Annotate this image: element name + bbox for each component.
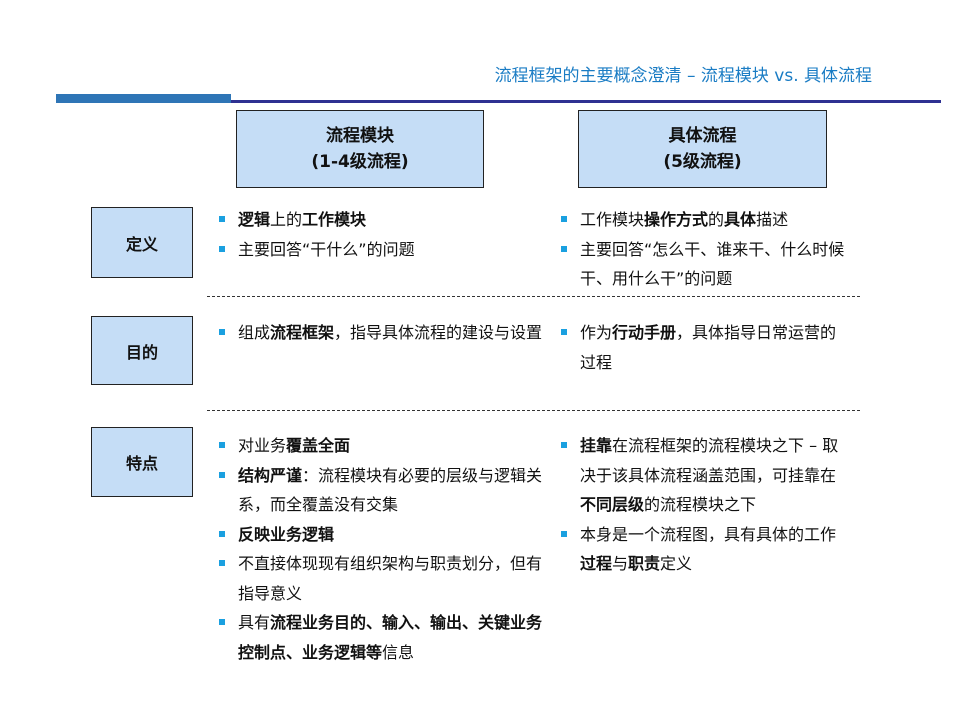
cell-features-specific: 挂靠在流程框架的流程模块之下 – 取决于该具体流程涵盖范围，可挂靠在不同层级的流… (560, 431, 850, 579)
column-header-title: 具体流程 (668, 126, 737, 146)
bullet-item: 具有流程业务目的、输入、输出、关键业务控制点、业务逻辑等信息 (218, 608, 543, 667)
column-header-subtitle: (5级流程) (663, 152, 742, 172)
bullet-item: 逻辑上的工作模块 (218, 205, 543, 235)
cell-definition-module: 逻辑上的工作模块主要回答“干什么”的问题 (218, 205, 543, 264)
column-header-specific-process: 具体流程 (5级流程) (578, 110, 827, 188)
bullet-item: 组成流程框架，指导具体流程的建设与设置 (218, 318, 543, 348)
bullet-item: 不直接体现现有组织架构与职责划分，但有指导意义 (218, 549, 543, 608)
bullet-item: 本身是一个流程图，具有具体的工作过程与职责定义 (560, 520, 850, 579)
bold-text: 职责 (628, 554, 661, 573)
text: 组成 (238, 323, 271, 342)
bullet-list: 组成流程框架，指导具体流程的建设与设置 (218, 318, 543, 348)
text: 主要回答“干什么”的问题 (238, 239, 415, 259)
text: 具有 (238, 613, 271, 632)
bullet-item: 工作模块操作方式的具体描述 (560, 205, 850, 235)
text: 工作模块 (580, 210, 645, 229)
bold-text: 流程框架 (270, 323, 335, 342)
bullet-list: 工作模块操作方式的具体描述主要回答“怎么干、谁来干、什么时候干、用什么干”的问题 (560, 205, 850, 294)
slide-title: 流程框架的主要概念澄清 – 流程模块 vs. 具体流程 (494, 66, 872, 86)
text: 主要回答“怎么干、谁来干、什么时候干、用什么干”的问题 (580, 239, 845, 289)
bullet-list: 逻辑上的工作模块主要回答“干什么”的问题 (218, 205, 543, 264)
bullet-list: 对业务覆盖全面结构严谨：流程模块有必要的层级与逻辑关系，而全覆盖没有交集反映业务… (218, 431, 543, 667)
text: 不直接体现现有组织架构与职责划分，但有指导意义 (238, 554, 543, 603)
title-underline (231, 100, 941, 103)
text: 的 (708, 210, 725, 229)
column-header-subtitle: (1-4级流程) (311, 152, 409, 172)
bullet-item: 作为行动手册，具体指导日常运营的过程 (560, 318, 850, 377)
row-label-features: 特点 (91, 427, 193, 497)
cell-purpose-module: 组成流程框架，指导具体流程的建设与设置 (218, 318, 543, 348)
bold-text: 具体 (724, 210, 757, 229)
text: 对业务 (238, 436, 287, 455)
row-label-definition: 定义 (91, 207, 193, 278)
bullet-item: 主要回答“干什么”的问题 (218, 235, 543, 265)
text: ，具体指导日常运营的过程 (580, 323, 837, 372)
bullet-list: 作为行动手册，具体指导日常运营的过程 (560, 318, 850, 377)
text: 的流程模块之下 (644, 495, 757, 514)
bold-text: 结构严谨 (238, 465, 303, 485)
text: 本身是一个流程图，具有具体的工作 (580, 524, 837, 544)
text: ：流程模块有必要的层级与逻辑关系，而全覆盖没有交集 (238, 465, 543, 515)
text: 在流程框架的流程模块之下 – 取决于该具体流程涵盖范围，可挂靠在 (580, 436, 839, 485)
bullet-item: 反映业务逻辑 (218, 520, 543, 550)
cell-purpose-specific: 作为行动手册，具体指导日常运营的过程 (560, 318, 850, 377)
bold-text: 操作方式 (644, 210, 709, 229)
column-header-process-module: 流程模块 (1-4级流程) (236, 110, 484, 188)
bullet-item: 挂靠在流程框架的流程模块之下 – 取决于该具体流程涵盖范围，可挂靠在不同层级的流… (560, 431, 850, 520)
row-divider (207, 296, 860, 297)
bold-text: 不同层级 (580, 495, 645, 514)
bold-text: 行动手册 (612, 323, 677, 342)
text: 与 (612, 554, 629, 573)
bold-text: 逻辑 (238, 210, 271, 229)
text: 上的 (270, 210, 303, 229)
bullet-item: 对业务覆盖全面 (218, 431, 543, 461)
cell-definition-specific: 工作模块操作方式的具体描述主要回答“怎么干、谁来干、什么时候干、用什么干”的问题 (560, 205, 850, 294)
text: 定义 (660, 554, 693, 573)
bold-text: 工作模块 (302, 210, 367, 229)
text: ，指导具体流程的建设与设置 (334, 323, 543, 342)
bold-text: 反映业务逻辑 (238, 524, 335, 544)
bold-text: 过程 (580, 554, 613, 573)
bold-text: 流程业务目的、输入、输出、关键业务控制点、业务逻辑等 (238, 613, 543, 662)
text: 描述 (756, 210, 789, 229)
title-accent-bar (56, 94, 231, 103)
text: 作为 (580, 323, 613, 342)
row-divider (207, 410, 860, 411)
bullet-item: 主要回答“怎么干、谁来干、什么时候干、用什么干”的问题 (560, 235, 850, 294)
cell-features-module: 对业务覆盖全面结构严谨：流程模块有必要的层级与逻辑关系，而全覆盖没有交集反映业务… (218, 431, 543, 667)
row-label-purpose: 目的 (91, 316, 193, 385)
bold-text: 覆盖全面 (286, 436, 351, 455)
text: 信息 (382, 642, 415, 662)
column-header-title: 流程模块 (326, 126, 394, 146)
bullet-item: 结构严谨：流程模块有必要的层级与逻辑关系，而全覆盖没有交集 (218, 461, 543, 520)
bold-text: 挂靠 (580, 436, 613, 455)
bullet-list: 挂靠在流程框架的流程模块之下 – 取决于该具体流程涵盖范围，可挂靠在不同层级的流… (560, 431, 850, 579)
